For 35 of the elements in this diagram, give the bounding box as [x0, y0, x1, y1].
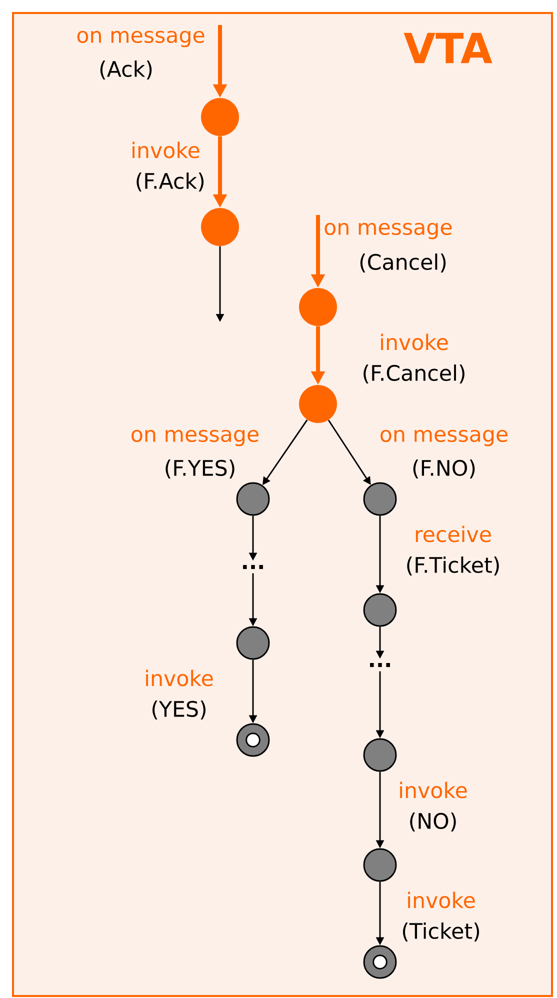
state-circle: [299, 385, 337, 423]
edge-label: on message: [324, 222, 452, 240]
title: VTA: [404, 32, 492, 64]
state-circle: [236, 626, 270, 660]
parameter-label: (Ticket): [402, 922, 480, 942]
parameter-label: (F.NO): [413, 460, 475, 478]
edge-label: invoke: [146, 670, 213, 686]
parameter-label: (Ack): [100, 60, 152, 80]
ellipsis: ...: [243, 564, 263, 570]
parameter-label: (F.Ack): [136, 172, 204, 192]
edge-label: invoke: [381, 334, 448, 350]
state-circle: [363, 848, 397, 882]
final-state-circle: [236, 723, 270, 757]
state-circle: [363, 593, 397, 627]
parameter-label: (NO): [410, 812, 456, 832]
parameter-label: (YES): [152, 700, 206, 720]
state-circle: [363, 738, 397, 772]
state-circle: [363, 482, 397, 516]
parameter-label: (Cancel): [360, 254, 446, 272]
edge-label: invoke: [132, 142, 200, 158]
state-circle: [201, 208, 239, 246]
final-state-circle: [363, 945, 397, 979]
state-circle: [236, 482, 270, 516]
parameter-label: (F.YES): [166, 460, 234, 478]
edge-label: invoke: [408, 892, 475, 908]
edge-label: invoke: [400, 782, 467, 798]
edge-label: on message: [77, 30, 204, 48]
edge-label: on message: [380, 430, 508, 446]
parameter-label: (F.Ticket): [407, 556, 499, 576]
edge-label: receive: [416, 526, 491, 542]
state-circle: [201, 98, 239, 136]
edge-label: on message: [132, 430, 258, 446]
state-circle: [299, 288, 337, 326]
ellipsis: ...: [370, 662, 390, 668]
parameter-label: (F.Cancel): [364, 364, 464, 384]
